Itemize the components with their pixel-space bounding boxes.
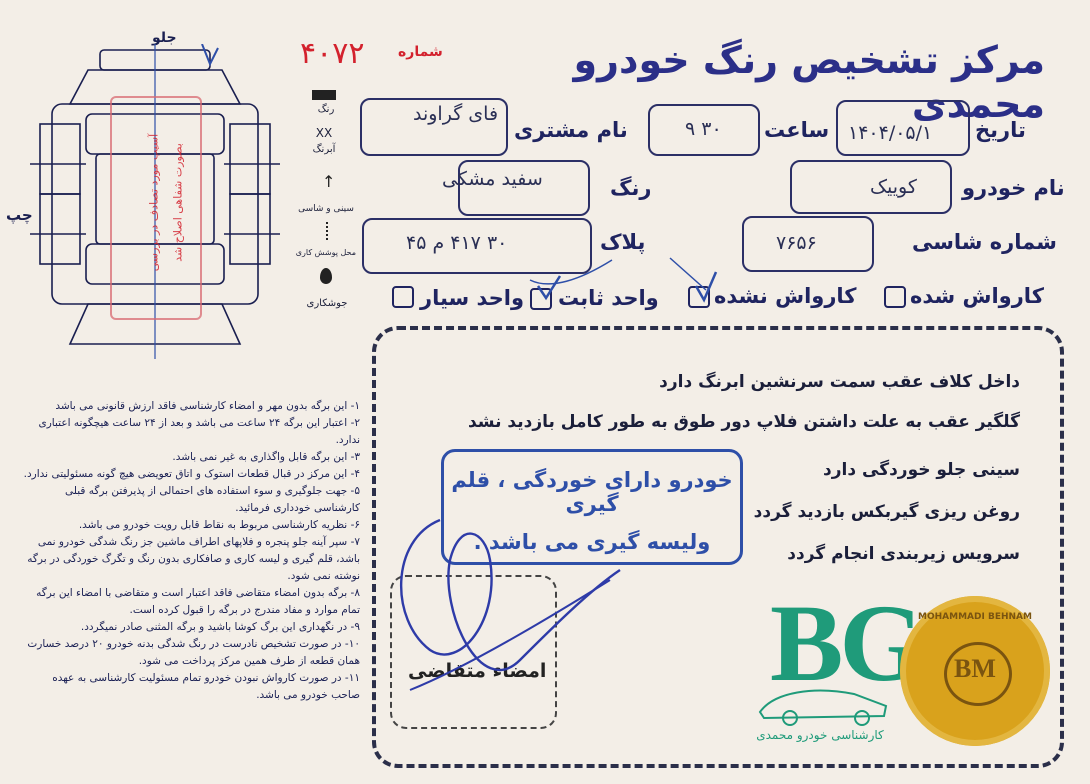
plate-value: ۳۰ ۴۱۷ م ۴۵ — [406, 232, 508, 254]
logo-caption: کارشناسی خودرو محمدی — [756, 728, 884, 742]
car-name-field[interactable] — [790, 160, 952, 214]
check-marks — [529, 257, 718, 303]
car-icon — [758, 689, 888, 726]
arrow-up-icon: ↑ — [322, 172, 336, 191]
date-value: ۱۴۰۴/۰۵/۱ — [848, 122, 933, 144]
car-name-value: کوییک — [870, 176, 917, 198]
not-washed-label: کارواش نشده — [714, 284, 857, 308]
plate-field[interactable] — [362, 218, 592, 274]
time-field[interactable] — [648, 104, 760, 156]
rule-item: ۷- سپر آینه جلو پنجره و فلاپهای اطراف ما… — [27, 536, 360, 582]
rule-item: ۴- این مرکز در قبال قطعات استوک و اتاق ت… — [23, 468, 360, 480]
not-washed-checkbox[interactable] — [688, 286, 710, 308]
paint-swatch — [312, 90, 336, 100]
time-value: ۳۰ ۹ — [685, 118, 722, 140]
rule-item: ۱۱- در صورت کارواش نبودن خودرو تمام مسئو… — [52, 672, 360, 701]
seal-inner-ring — [944, 642, 1012, 706]
color-value: سفید مشکی — [442, 168, 543, 190]
date-label: تاریخ — [975, 118, 1026, 142]
customer-label: نام مشتری — [514, 118, 628, 142]
notes-box — [372, 326, 1064, 768]
legend-xx: XX — [315, 126, 333, 140]
legend-airbrush: آبرنگ — [312, 144, 336, 155]
red-stamp-line1: آسیب مورد تصادف در بررسی — [147, 133, 161, 272]
serial-label: شماره — [398, 44, 443, 60]
note-line: سرویس زیربندی انجام گردد — [787, 544, 1020, 564]
legend-cover: محل پوشش کاری — [295, 248, 356, 257]
rule-item: ۱- این برگه بدون مهر و امضاء کارشناسی فا… — [55, 400, 360, 412]
chassis-field[interactable] — [742, 216, 874, 272]
date-field[interactable] — [836, 100, 970, 156]
note-line: گلگیر عقب به علت داشتن فلاپ دور طوق به ط… — [467, 412, 1020, 432]
dotted-line-icon — [326, 222, 329, 240]
washed-checkbox[interactable] — [884, 286, 906, 308]
car-name-label: نام خودرو — [962, 176, 1065, 200]
color-field[interactable] — [458, 160, 590, 216]
front-label: جلو — [152, 30, 177, 46]
left-label: چپ — [6, 206, 33, 224]
chassis-value: ۷۶۵۶ — [776, 232, 817, 254]
note-line: روغن ریزی گیربکس بازدید گردد — [753, 502, 1020, 522]
logo-letters: BG — [770, 582, 925, 704]
chassis-label: شماره شاسی — [912, 230, 1057, 254]
blue-stamp: خودرو دارای خوردگی ، قلم گیری ولیسه گیری… — [441, 449, 743, 565]
plate-label: پلاک — [600, 230, 646, 254]
rule-item: ۶- نظریه کارشناسی مربوط به نقاط قابل روی… — [78, 519, 360, 531]
time-label: ساعت — [764, 118, 830, 142]
rule-item: ۳- این برگه قابل واگذاری به غیر نمی باشد… — [172, 451, 360, 463]
legend-paint: رنگ — [317, 104, 335, 115]
note-line: سینی جلو خوردگی دارد — [823, 460, 1020, 480]
legend-weld: جوشکاری — [306, 298, 348, 309]
fixed-unit-label: واحد ثابت — [558, 286, 659, 310]
legend-chassis: سینی و شاسی — [298, 204, 354, 214]
car-diagram — [30, 44, 280, 359]
serial-number: ۴۰۷۲ — [300, 36, 365, 71]
drop-icon — [320, 268, 332, 284]
rule-item: ۸- برگه بدون امضاء متقاضی فاقد اعتبار اس… — [36, 587, 360, 616]
mobile-unit-label: واحد سیار — [420, 286, 525, 310]
rule-item: ۹- در نگهداری این برگ کوشا باشید و برگه … — [80, 621, 360, 633]
color-label: رنگ — [610, 176, 652, 200]
rules-list: ۱- این برگه بدون مهر و امضاء کارشناسی فا… — [20, 398, 360, 704]
customer-value: فای گراوند — [413, 103, 499, 125]
note-line: داخل کلاف عقب سمت سرنشین ابرنگ دارد — [659, 372, 1020, 392]
signature-scribble — [400, 518, 621, 691]
rule-item: ۲- اعتبار این برگه ۲۴ ساعت می باشد و بعد… — [38, 417, 360, 446]
rule-item: ۱۰- در صورت تشخیص نادرست در رنگ شدگی بدن… — [27, 638, 360, 667]
seal-letters: BM — [954, 654, 996, 683]
red-stamp — [110, 96, 202, 320]
washed-label: کارواش شده — [910, 284, 1044, 308]
page-title: مرکز تشخیص رنگ خودرو محمدی — [573, 38, 1045, 126]
customer-field[interactable] — [360, 98, 508, 156]
blue-stamp-line2: ولیسه گیری می باشد . — [473, 530, 711, 554]
mobile-unit-checkbox[interactable] — [392, 286, 414, 308]
blue-stamp-line1: خودرو دارای خوردگی ، قلم گیری — [451, 468, 733, 516]
seal-ring-text: MOHAMMADI BEHNAM — [918, 612, 1032, 622]
red-stamp-line2: بصورت شفاهی اصلاح شد — [171, 143, 185, 262]
signature-box[interactable] — [390, 575, 557, 729]
rule-item: ۵- جهت جلوگیری و سوء استفاده های احتمالی… — [65, 485, 360, 514]
